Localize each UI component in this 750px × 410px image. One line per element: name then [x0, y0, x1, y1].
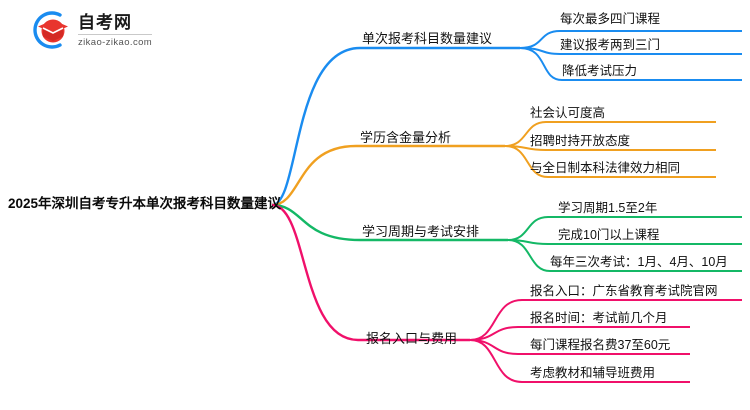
- leaf-label-2-1[interactable]: 社会认可度高: [530, 106, 606, 120]
- leaf-label-2-3[interactable]: 与全日制本科法律效力相同: [530, 161, 681, 175]
- logo-name-cn: 自考网: [78, 12, 132, 32]
- branch-label-2[interactable]: 学历含金量分析: [360, 130, 452, 145]
- wire-root-branch-2: [271, 144, 505, 207]
- branch-label-4[interactable]: 报名入口与费用: [366, 331, 458, 346]
- leaf-label-1-2[interactable]: 建议报考两到三门: [560, 38, 661, 52]
- leaf-label-3-2[interactable]: 完成10门以上课程: [558, 228, 660, 242]
- branch-label-3[interactable]: 学习周期与考试安排: [362, 224, 480, 239]
- leaf-label-4-1[interactable]: 报名入口：广东省教育考试院官网: [530, 284, 718, 298]
- leaf-label-4-4[interactable]: 考虑教材和辅导班费用: [530, 366, 656, 380]
- leaf-label-1-3[interactable]: 降低考试压力: [562, 64, 638, 78]
- wire-root-branch-1: [271, 46, 520, 207]
- logo-name-en: zikao-zikao.com: [78, 36, 153, 48]
- leaf-label-2-2[interactable]: 招聘时持开放态度: [530, 134, 631, 148]
- mindmap-root-title: 2025年深圳自考专升本单次报考科目数量建议: [8, 196, 282, 211]
- logo-divider: [78, 33, 153, 35]
- leaf-label-3-1[interactable]: 学习周期1.5至2年: [558, 201, 658, 215]
- graduation-cap-icon: [33, 11, 68, 49]
- leaf-label-4-2[interactable]: 报名时间：考试前几个月: [530, 311, 668, 325]
- branch-label-1[interactable]: 单次报考科目数量建议: [362, 31, 493, 46]
- leaf-label-3-3[interactable]: 每年三次考试：1月、4月、10月: [550, 255, 728, 269]
- leaf-label-4-3[interactable]: 每门课程报名费37至60元: [530, 338, 671, 352]
- site-logo[interactable]: 自考网 zikao-zikao.com: [30, 9, 153, 51]
- leaf-label-1-1[interactable]: 每次最多四门课程: [560, 12, 661, 26]
- logo-text-block: 自考网 zikao-zikao.com: [78, 12, 153, 48]
